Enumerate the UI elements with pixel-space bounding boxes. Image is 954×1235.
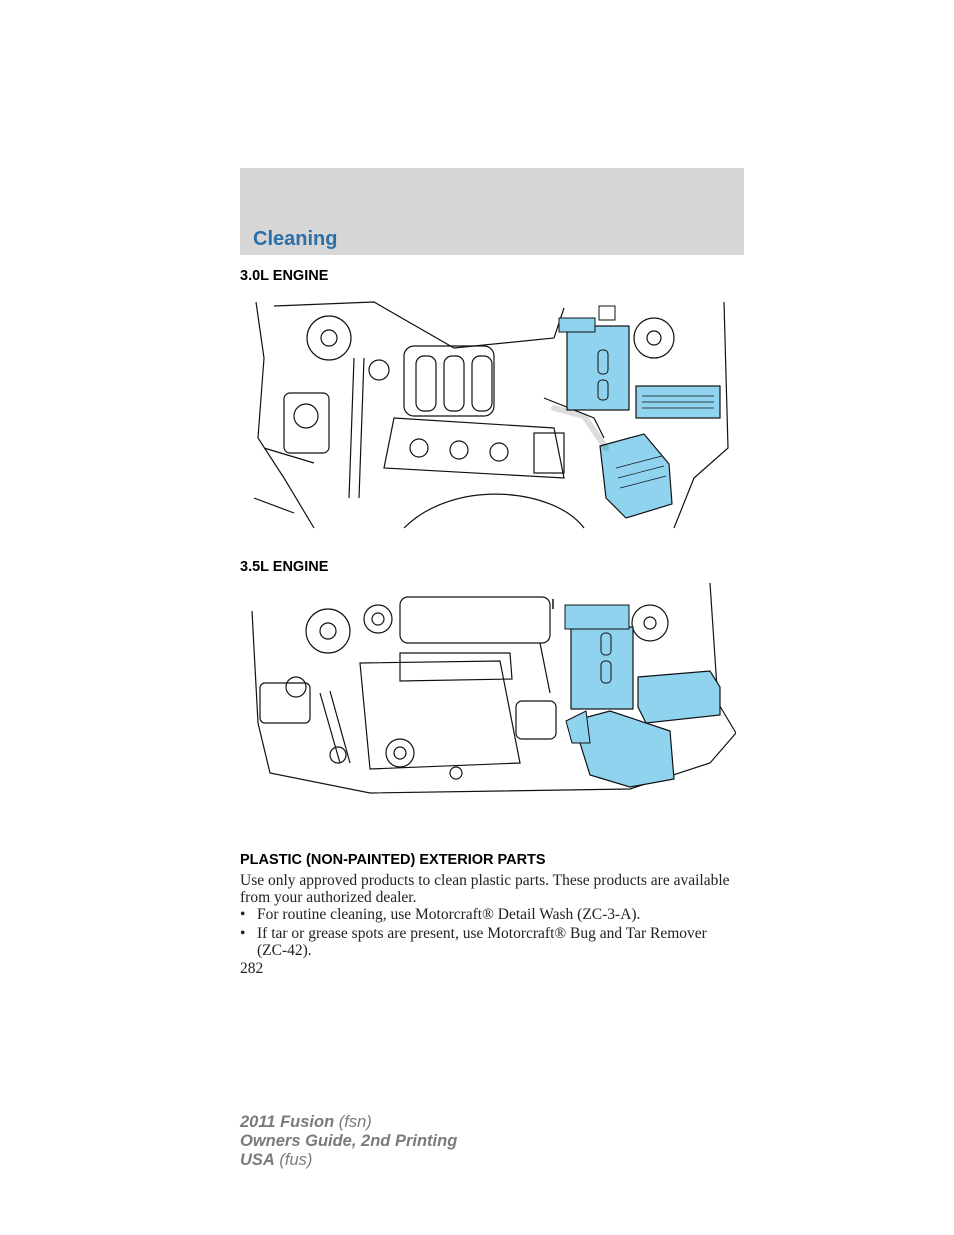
- engine-30-diagram: [254, 301, 729, 529]
- footer-line-2: Owners Guide, 2nd Printing: [240, 1132, 458, 1150]
- bullet-item: • If tar or grease spots are present, us…: [240, 925, 730, 959]
- bullet-dot: •: [240, 925, 246, 942]
- page-number: 282: [240, 960, 264, 977]
- engine-35-diagram: [251, 583, 736, 794]
- engine-35-heading: 3.5L ENGINE: [240, 559, 329, 575]
- section-header-band: Cleaning: [240, 168, 744, 255]
- bullet-item: • For routine cleaning, use Motorcraft® …: [240, 906, 730, 923]
- section-title: Cleaning: [253, 228, 338, 250]
- plastic-parts-intro: Use only approved products to clean plas…: [240, 872, 730, 906]
- plastic-parts-heading: PLASTIC (NON-PAINTED) EXTERIOR PARTS: [240, 852, 546, 868]
- document-footer: 2011 Fusion (fsn) Owners Guide, 2nd Prin…: [240, 1113, 457, 1170]
- bullet-dot: •: [240, 906, 246, 923]
- footer-line-3: USA (fus): [240, 1151, 313, 1169]
- bullet-text: If tar or grease spots are present, use …: [257, 925, 707, 959]
- engine-30-heading: 3.0L ENGINE: [240, 268, 329, 284]
- footer-line-1: 2011 Fusion (fsn): [240, 1113, 372, 1131]
- bullet-text: For routine cleaning, use Motorcraft® De…: [257, 906, 641, 923]
